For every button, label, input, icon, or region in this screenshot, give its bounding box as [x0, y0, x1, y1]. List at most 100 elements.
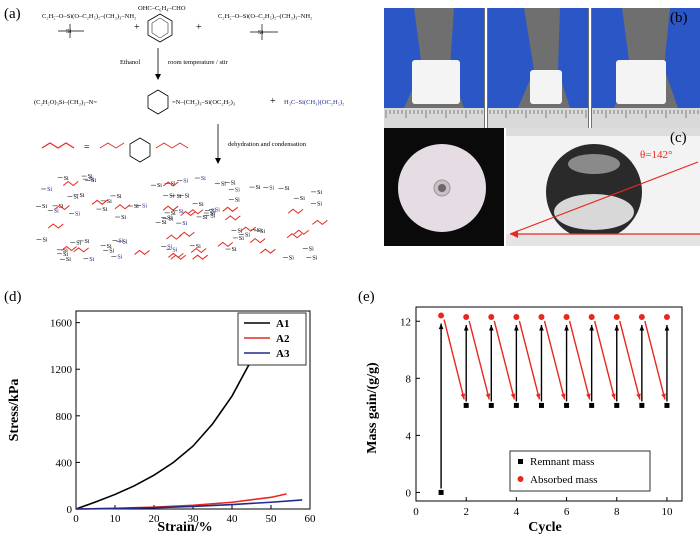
reagent-1-formula-copy: C₂H₅–O–Si(O–C₂H₅)₂–(CH₂)₃–NH₂	[218, 13, 312, 20]
absorbed-mass-point	[513, 313, 520, 320]
svg-text:Si: Si	[54, 209, 59, 215]
release-arrow-head	[636, 393, 641, 400]
series-line-a1	[75, 316, 272, 510]
svg-text:Si: Si	[201, 176, 206, 182]
release-arrow	[493, 320, 516, 400]
release-arrow	[593, 320, 616, 400]
chart-e-x-tick-label: 0	[413, 506, 419, 518]
chart-d-legend-box	[237, 312, 307, 366]
chart-e-plot-frame	[415, 306, 683, 502]
release-arrow-head	[661, 393, 666, 400]
absorbed-mass-point	[438, 312, 445, 319]
chart-d-x-tick-label: 0	[73, 513, 79, 525]
svg-text:Si: Si	[183, 178, 188, 184]
svg-text:Si: Si	[91, 178, 96, 184]
linker-shorthand: =	[41, 137, 189, 163]
chart-d-y-tick-label: 1200	[50, 364, 73, 376]
svg-text:Si: Si	[182, 221, 187, 227]
panel-a-label: (a)	[4, 6, 21, 22]
chart-e-y-tick-label: 12	[400, 316, 411, 328]
svg-text:Si: Si	[239, 236, 244, 242]
svg-text:Si: Si	[171, 182, 176, 188]
svg-text:Si: Si	[309, 246, 314, 252]
absorption-arrow-head	[438, 323, 444, 330]
condition-room-temperature: room temperature / stir	[168, 59, 229, 66]
svg-text:Si: Si	[142, 203, 147, 209]
svg-text:Si: Si	[235, 187, 240, 193]
svg-text:Si: Si	[169, 194, 174, 200]
svg-text:Si: Si	[66, 28, 72, 35]
svg-text:Si: Si	[167, 244, 172, 250]
svg-text:Si: Si	[63, 248, 68, 254]
release-arrow	[518, 320, 541, 400]
absorption-arrow-head	[488, 324, 494, 331]
svg-text:Si: Si	[179, 209, 184, 215]
svg-text:Si: Si	[109, 248, 114, 254]
absorption-arrow-head	[614, 324, 620, 331]
chart-e-x-tick-label: 6	[564, 506, 570, 518]
legend-label-a3: A3	[276, 348, 290, 360]
release-arrow	[568, 320, 591, 400]
condition-ethanol: Ethanol	[120, 59, 140, 66]
svg-text:Si: Si	[258, 29, 264, 36]
reagent-2-formula: OHC–C₆H₄–CHO	[138, 5, 186, 12]
svg-text:Si: Si	[260, 229, 265, 235]
svg-text:Si: Si	[317, 201, 322, 207]
contact-angle-label: θ=142°	[640, 149, 672, 161]
remnant-mass-point	[564, 402, 570, 408]
svg-text:Si: Si	[172, 247, 177, 253]
svg-text:Si: Si	[88, 174, 93, 180]
release-arrow	[468, 320, 490, 400]
svg-text:Si: Si	[66, 257, 71, 263]
svg-text:Si: Si	[235, 198, 240, 204]
remnant-mass-point	[639, 402, 645, 408]
svg-text:Si: Si	[199, 202, 204, 208]
product-suffix: =N–(CH₂)₃–Si(OC₂H₅)₃	[172, 99, 235, 106]
svg-text:Si: Si	[221, 181, 226, 187]
svg-text:Si: Si	[285, 186, 290, 192]
svg-text:Si: Si	[171, 211, 176, 217]
svg-text:Si: Si	[76, 241, 81, 247]
compression-photo-strip	[384, 8, 700, 128]
svg-text:Si: Si	[47, 187, 52, 193]
svg-text:Si: Si	[162, 220, 167, 226]
svg-text:Si: Si	[75, 211, 80, 217]
panel-a-scheme: (a) C₂H₅–O–Si(O–C₂H₅)₂–(CH₂)₃–NH₂ Si + O…	[4, 5, 344, 263]
chart-d-x-tick-label: 20	[149, 513, 161, 525]
svg-text:Si: Si	[73, 194, 78, 200]
panel-e-label: (e)	[358, 289, 375, 305]
legend-label-remnant: Remnant mass	[530, 456, 594, 468]
svg-text:Si: Si	[210, 213, 215, 219]
release-arrow-head	[485, 393, 491, 400]
svg-text:Si: Si	[203, 215, 208, 221]
svg-text:Si: Si	[42, 204, 47, 210]
series-line-a3	[75, 499, 303, 510]
remnant-mass-point	[538, 402, 544, 408]
chart-e-y-tick-label: 4	[406, 430, 412, 442]
svg-text:Si: Si	[289, 255, 294, 261]
release-arrow	[644, 320, 666, 400]
chart-d-y-tick-label: 0	[67, 504, 73, 516]
svg-text:Si: Si	[121, 215, 126, 221]
remnant-mass-point	[589, 402, 595, 408]
svg-text:Si: Si	[257, 228, 262, 234]
svg-text:Si: Si	[134, 204, 139, 210]
svg-text:Si: Si	[63, 252, 68, 258]
release-arrow-head	[535, 393, 541, 400]
chart-d-y-axis-label: Stress/kPa	[7, 379, 22, 442]
svg-text:Si: Si	[269, 185, 274, 191]
plus-sign-1: +	[134, 22, 140, 33]
absorbed-mass-point	[488, 313, 495, 320]
svg-text:Si: Si	[211, 209, 216, 215]
svg-text:Si: Si	[89, 257, 94, 263]
chart-d-x-tick-label: 60	[305, 513, 317, 525]
chart-e-x-tick-label: 10	[661, 506, 673, 518]
panel-c-photos: θ=142° (c)	[384, 128, 700, 246]
svg-text:Si: Si	[107, 244, 112, 250]
imine-product-structure: (C₂H₅O)₃Si–(CH₂)₃–N= =N–(CH₂)₃–Si(OC₂H₅)…	[34, 89, 235, 115]
crosslinker-formula: H₃C–Si(CH₃)(OC₂H₅)₂	[284, 99, 344, 106]
panel-c-label: (c)	[670, 130, 687, 146]
chart-e-y-tick-label: 0	[406, 487, 412, 499]
